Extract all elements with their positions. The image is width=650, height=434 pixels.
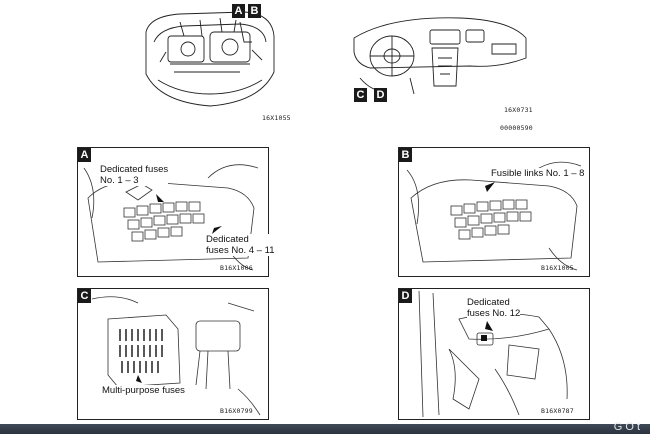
dashboard-drawing (353, 17, 527, 95)
document-code: 00000590 (500, 124, 533, 132)
marker-b: B (248, 4, 261, 18)
marker-a: A (232, 4, 245, 18)
engine-bay-drawing (145, 11, 275, 107)
panel-b-code: B16X1005 (541, 264, 574, 272)
fuse-box-c-drawing (91, 296, 261, 416)
panel-d: D Dedicated fuses No. 12 B16X0787 (398, 288, 590, 420)
panel-a-code: B16X1006 (220, 264, 253, 272)
toolbar-text[interactable]: G O t (613, 421, 640, 433)
fusible-links-1-8-label: Fusible links No. 1 – 8 (491, 168, 585, 179)
panel-d-code: B16X0787 (541, 407, 574, 415)
panel-c: C Multi-purpose fuses B16X0799 (77, 288, 269, 420)
engine-overview: A B (140, 2, 280, 114)
panel-c-letter: C (78, 289, 91, 303)
dedicated-fuses-1-3-label: Dedicated fuses No. 1 – 3 (100, 164, 169, 186)
panel-a: A Dedicated fuses No. 1 – 3 Dedicated fu… (77, 147, 275, 277)
dashboard-figure-code: 16X0731 (504, 106, 533, 114)
panel-b: B Fusible links No. 1 – 8 B16X1005 (398, 147, 590, 277)
marker-d: D (374, 88, 387, 102)
marker-c: C (354, 88, 367, 102)
engine-figure-code: 16X1055 (262, 114, 291, 122)
panel-c-code: B16X0799 (220, 407, 253, 415)
panel-b-letter: B (399, 148, 412, 162)
panel-a-letter: A (78, 148, 91, 162)
relay-box-b-drawing (406, 161, 582, 271)
dashboard-overview: C D (350, 8, 530, 104)
multi-purpose-fuses-label: Multi-purpose fuses (102, 385, 185, 396)
dedicated-fuses-12-label: Dedicated fuses No. 12 (467, 297, 521, 319)
dedicated-fuses-4-11-label: Dedicated fuses No. 4 – 11 (206, 234, 275, 256)
panel-d-letter: D (399, 289, 412, 303)
bottom-toolbar: G O t (0, 421, 650, 434)
